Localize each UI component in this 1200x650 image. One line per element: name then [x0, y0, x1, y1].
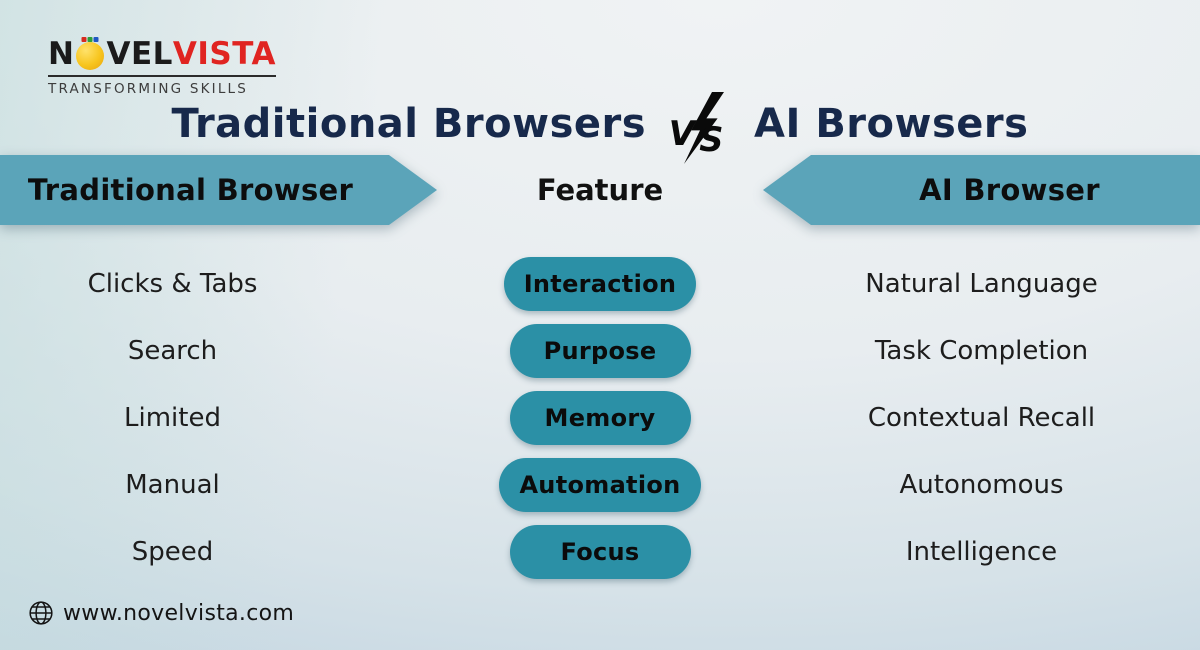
table-row: Clicks & Tabs Interaction Natural Langua… [0, 250, 1200, 317]
table-row: Speed Focus Intelligence [0, 518, 1200, 585]
feature-header-label: Feature [536, 173, 664, 207]
website-url: www.novelvista.com [63, 600, 295, 626]
table-row: Search Purpose Task Completion [0, 317, 1200, 384]
traditional-value: Manual [125, 469, 220, 500]
comparison-table: Clicks & Tabs Interaction Natural Langua… [0, 250, 1200, 585]
feature-pill: Purpose [509, 323, 691, 378]
ai-value: Autonomous [899, 469, 1064, 500]
vs-lightning-icon: V S [664, 92, 736, 164]
logo-text-accent: VISTA [172, 36, 276, 72]
feature-pill: Interaction [503, 256, 697, 311]
feature-pill-label: Purpose [543, 336, 657, 365]
page-title: Traditional Browsers V S AI Browsers [0, 88, 1200, 164]
logo-tagline: TRANSFORMING SKILLS [48, 81, 249, 97]
table-row: Manual Automation Autonomous [0, 451, 1200, 518]
ai-value: Intelligence [905, 536, 1058, 567]
ai-browser-header: AI Browser [919, 173, 1100, 207]
header-row: Traditional Browser Feature AI Browser [0, 155, 1200, 225]
svg-text:S: S [699, 120, 723, 159]
traditional-browser-banner: Traditional Browser [0, 155, 437, 225]
logo-divider [48, 75, 276, 77]
feature-pill-label: Interaction [523, 269, 677, 298]
svg-text:V: V [669, 114, 698, 153]
bulb-circle [76, 41, 105, 70]
traditional-value: Limited [124, 402, 221, 433]
feature-pill: Automation [499, 457, 701, 512]
feature-pill-label: Automation [519, 470, 681, 499]
logo-text-prefix: N [48, 36, 75, 72]
traditional-value: Speed [131, 536, 214, 567]
feature-header: Feature [437, 155, 763, 225]
globe-icon [28, 600, 54, 626]
feature-pill: Focus [509, 524, 691, 579]
logo-text-middle: VEL [106, 36, 173, 72]
feature-pill: Memory [509, 390, 691, 445]
logo-wordmark: N VEL VISTA [48, 36, 276, 72]
ai-value: Contextual Recall [867, 402, 1096, 433]
lightbulb-o-icon [75, 36, 105, 70]
ai-value: Natural Language [865, 268, 1098, 299]
title-right: AI Browsers [754, 101, 1029, 147]
bulb-dots [81, 36, 99, 42]
traditional-browser-header: Traditional Browser [27, 173, 354, 207]
novelvista-logo: N VEL VISTA TRANSFORMING SKILLS [48, 36, 276, 97]
ai-browser-banner: AI Browser [763, 155, 1200, 225]
footer: www.novelvista.com [28, 600, 294, 626]
title-left: Traditional Browsers [171, 101, 647, 147]
feature-pill-label: Memory [544, 403, 656, 432]
feature-pill-label: Focus [560, 537, 640, 566]
ai-value: Task Completion [874, 335, 1089, 366]
traditional-value: Clicks & Tabs [87, 268, 258, 299]
table-row: Limited Memory Contextual Recall [0, 384, 1200, 451]
traditional-value: Search [127, 335, 218, 366]
